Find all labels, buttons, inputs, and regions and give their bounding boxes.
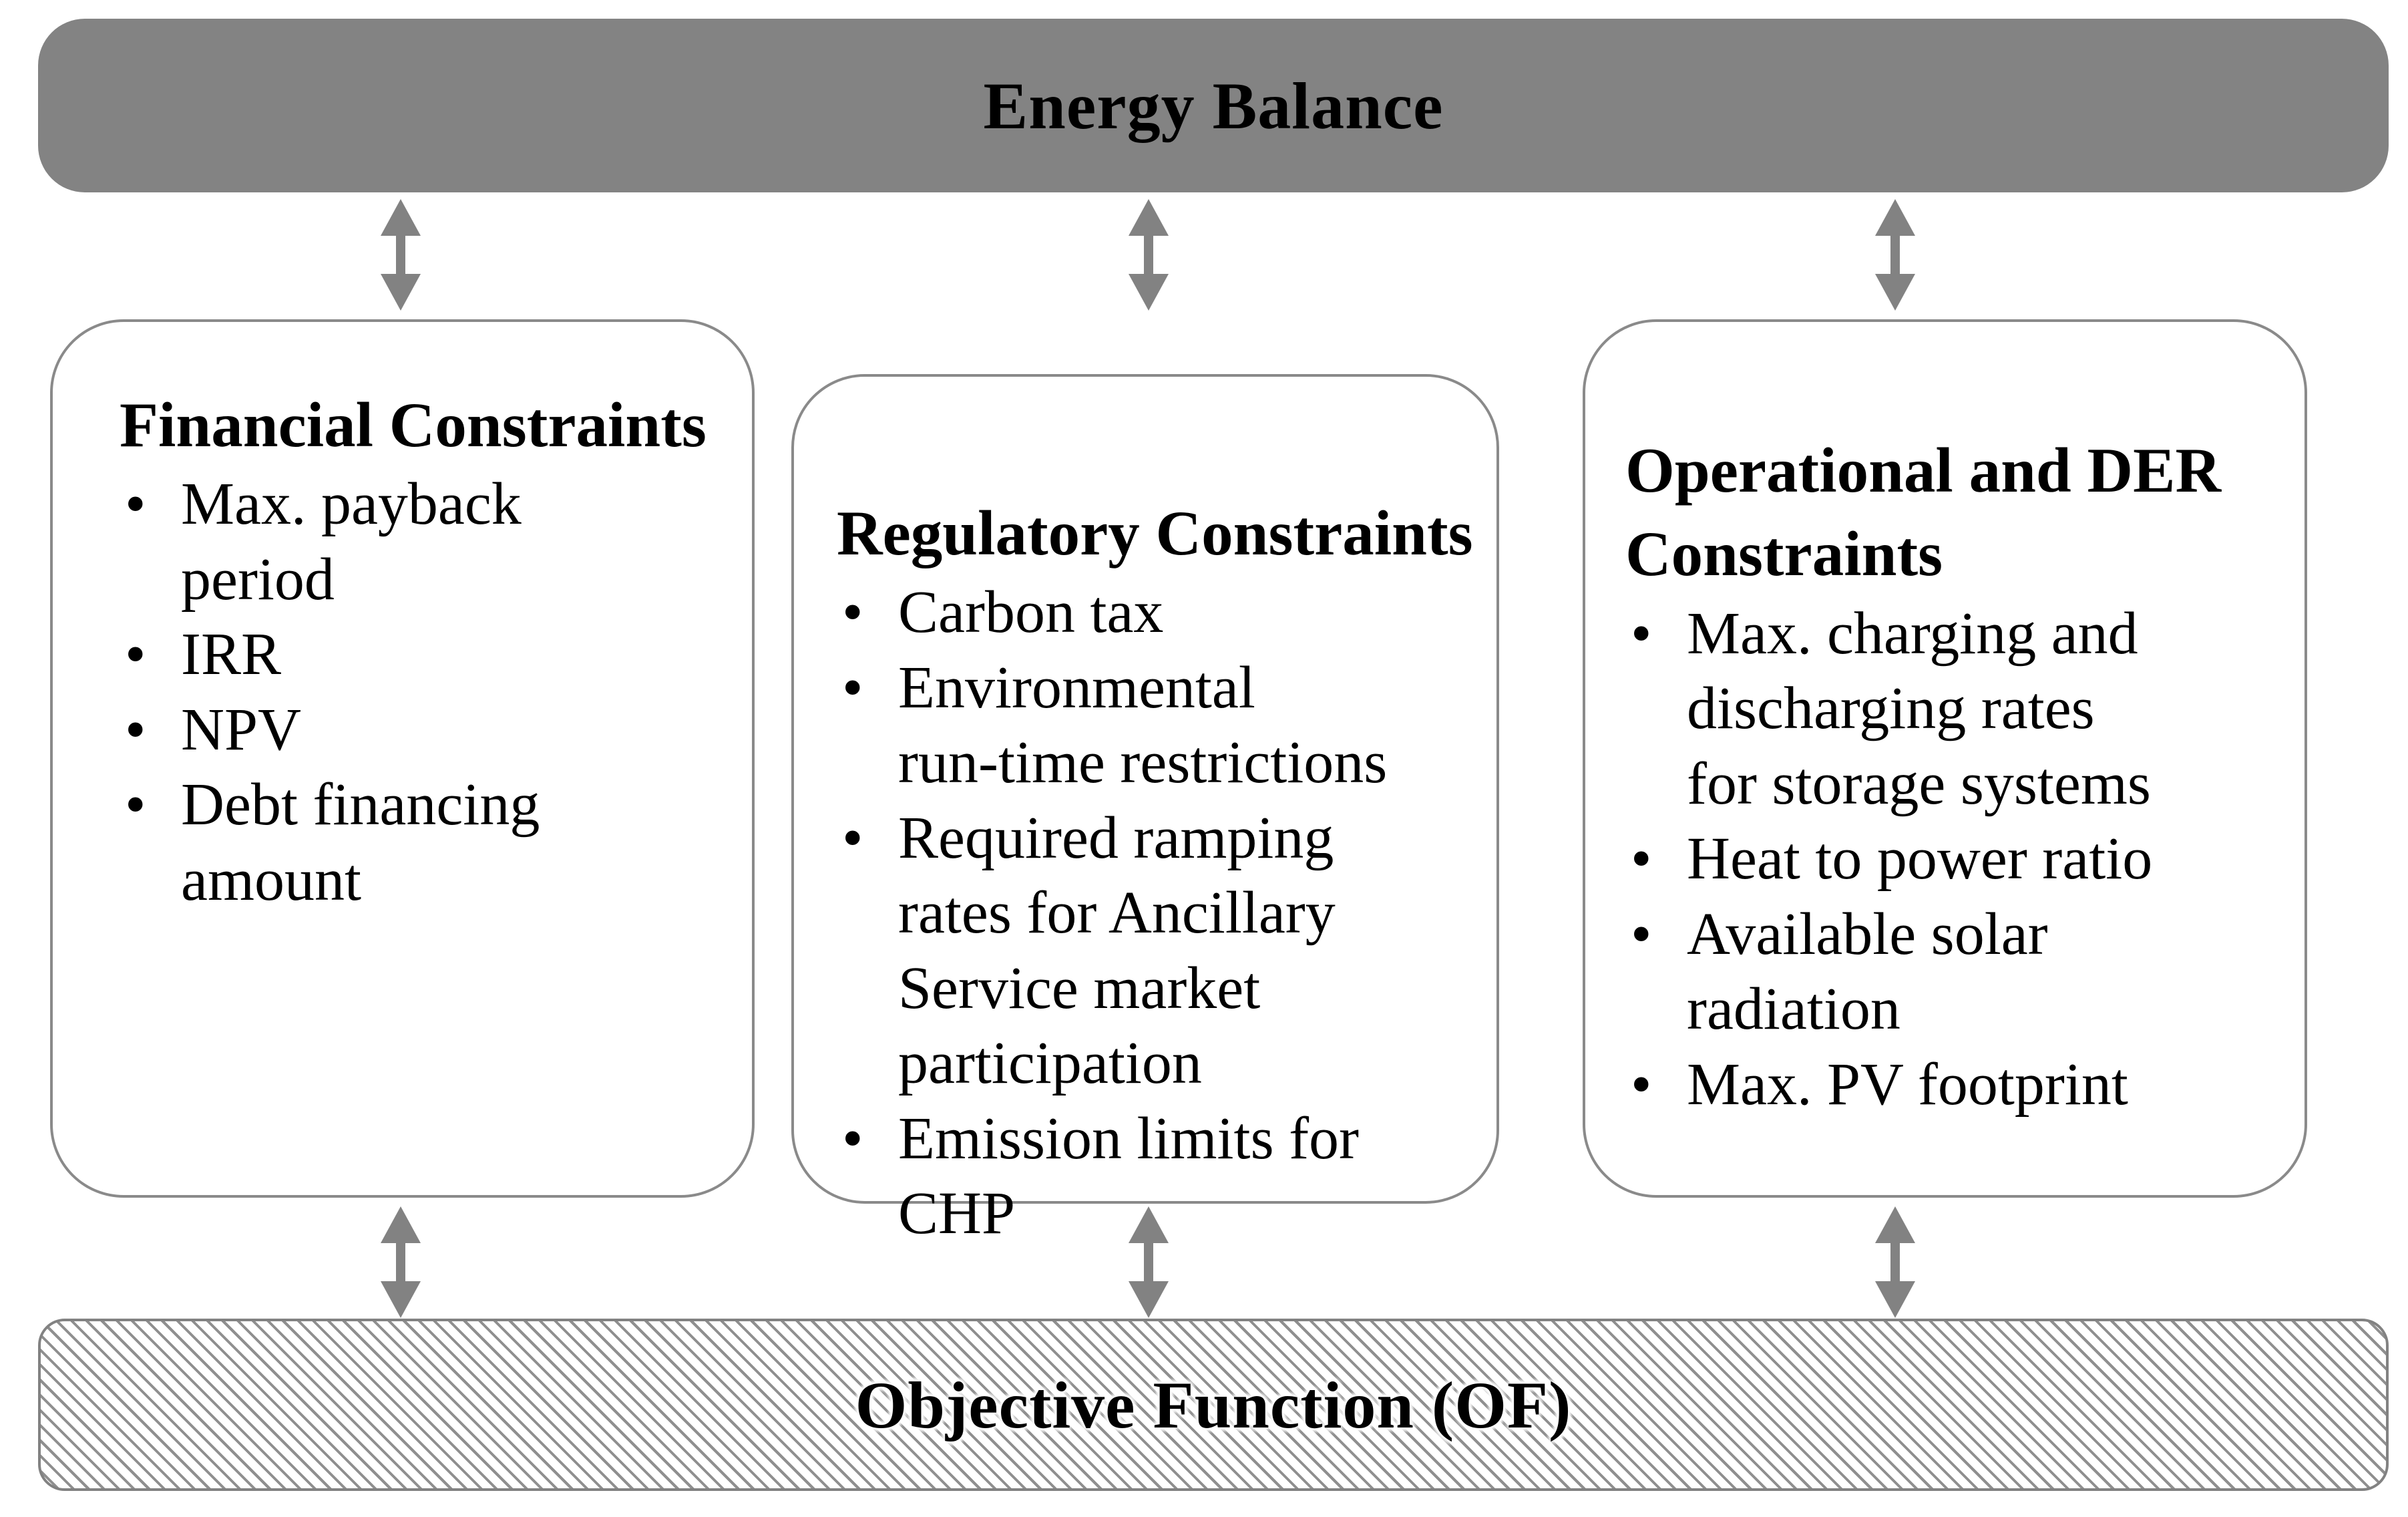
arrow-up-head [381,199,421,236]
energy-balance-bar: Energy Balance [38,19,2389,192]
objective-function-label: Objective Function (OF) [855,1367,1572,1442]
double-arrow-icon [381,199,421,311]
arrow-down-head [1129,1281,1169,1318]
list-item: Available solar radiation [1625,897,2286,1047]
arrow-shaft [1144,236,1153,274]
arrow-up-head [1129,1206,1169,1243]
arrow-shaft [1890,1243,1900,1281]
double-arrow-icon [1129,199,1169,311]
financial-constraints-box: Financial Constraints Max. payback perio… [50,319,755,1198]
arrow-down-head [381,274,421,311]
list-item: Max. charging and discharging rates for … [1625,597,2286,822]
arrow-shaft [1890,236,1900,274]
arrow-up-head [1875,199,1915,236]
energy-balance-label: Energy Balance [983,68,1444,143]
arrow-shaft [396,236,405,274]
objective-function-bar: Objective Function (OF) [38,1319,2389,1491]
arrow-up-head [1875,1206,1915,1243]
financial-constraints-list: Max. payback period IRR NPV Debt financi… [120,467,725,918]
list-item: Max. payback period [120,467,725,617]
list-item: Debt financing amount [120,768,725,918]
arrow-shaft [396,1243,405,1281]
arrow-down-head [381,1281,421,1318]
list-item: Emission limits for CHP [837,1102,1478,1252]
list-item: Required ramping rates for Ancillary Ser… [837,801,1478,1102]
list-item: Heat to power ratio [1625,822,2286,897]
operational-der-constraints-box: Operational and DER Constraints Max. cha… [1583,319,2307,1198]
financial-constraints-title: Financial Constraints [120,389,707,460]
double-arrow-icon [1875,1206,1915,1318]
list-item: IRR [120,617,725,693]
operational-der-constraints-list: Max. charging and discharging rates for … [1625,597,2286,1123]
arrow-down-head [1875,1281,1915,1318]
arrow-down-head [1129,274,1169,311]
list-item: Carbon tax [837,575,1478,651]
double-arrow-icon [1875,199,1915,311]
double-arrow-icon [381,1206,421,1318]
list-item: Max. PV footprint [1625,1047,2286,1123]
list-item: NPV [120,693,725,768]
regulatory-constraints-title: Regulatory Constraints [837,498,1473,568]
arrow-up-head [1129,199,1169,236]
operational-der-constraints-title: Operational and DER Constraints [1625,435,2222,590]
regulatory-constraints-list: Carbon tax Environmental run-time restri… [837,575,1478,1252]
arrow-shaft [1144,1243,1153,1281]
double-arrow-icon [1129,1206,1169,1318]
regulatory-constraints-box: Regulatory Constraints Carbon tax Enviro… [791,374,1499,1246]
arrow-down-head [1875,274,1915,311]
list-item: Environmental run-time restrictions [837,651,1478,801]
arrow-up-head [381,1206,421,1243]
